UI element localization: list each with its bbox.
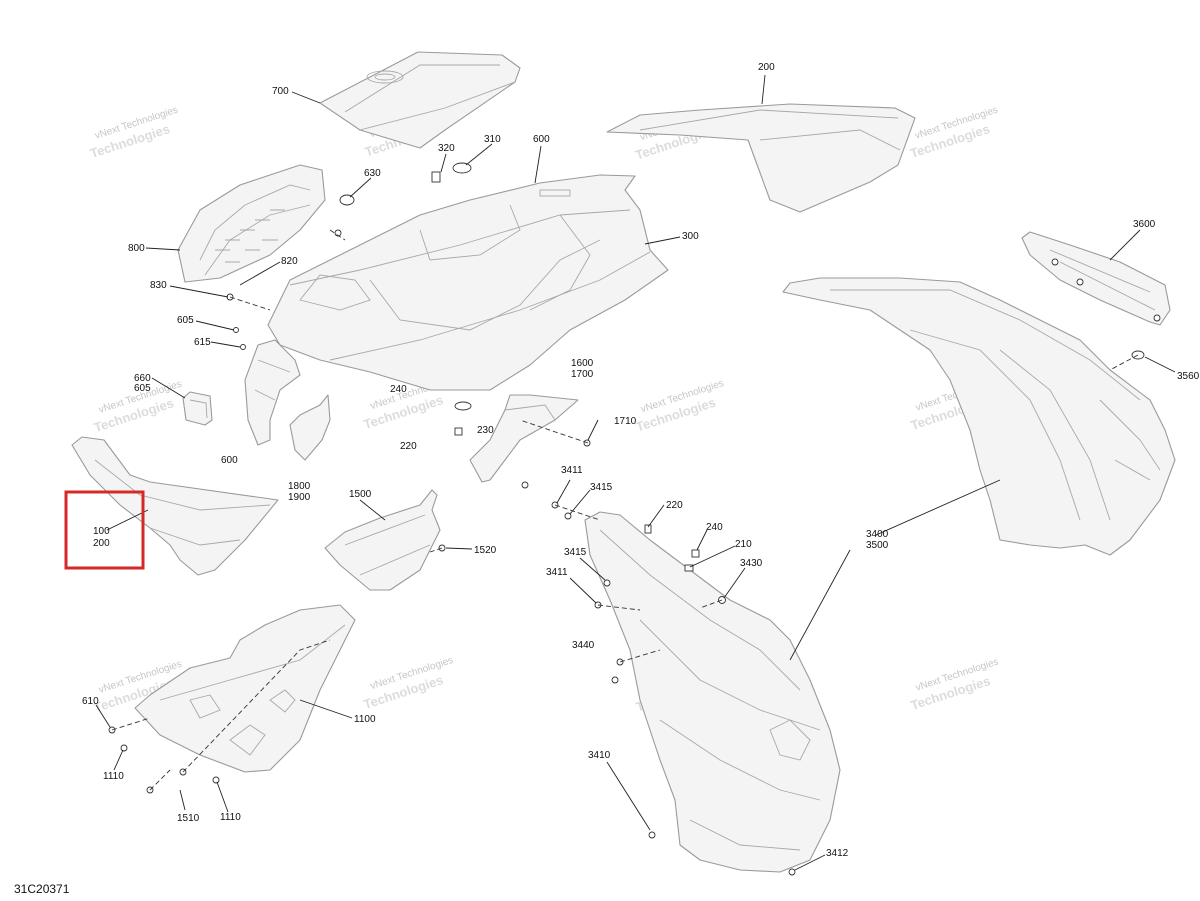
callout-220-lower[interactable]: 220 <box>666 500 683 511</box>
callout-600-top[interactable]: 600 <box>533 134 550 145</box>
diagram-code: 31C20371 <box>14 882 70 896</box>
part-1500-panel[interactable] <box>324 489 441 591</box>
callout-3430[interactable]: 3430 <box>740 558 763 569</box>
callout-1510[interactable]: 1510 <box>177 813 200 824</box>
clip-3600 <box>1153 314 1161 322</box>
callout-230[interactable]: 230 <box>477 425 494 436</box>
watermark: vNext Technologies Technologies <box>634 378 725 434</box>
screw-3412 <box>788 868 796 876</box>
callout-200-highlighted[interactable]: 200 <box>93 538 110 549</box>
part-1800-bracket[interactable] <box>289 394 331 461</box>
screw-1600 <box>521 481 529 489</box>
nut-1110-b <box>212 776 220 784</box>
callout-1500[interactable]: 1500 <box>349 489 372 500</box>
part-800-grille[interactable] <box>177 164 326 283</box>
callout-1800[interactable]: 1800 <box>288 481 311 492</box>
callout-3415-top[interactable]: 3415 <box>590 482 613 493</box>
callout-630[interactable]: 630 <box>364 168 381 179</box>
watermark: vNext Technologies Technologies <box>88 105 179 161</box>
screw-820 <box>334 229 342 237</box>
callout-1110-left[interactable]: 1110 <box>103 771 124 782</box>
callout-1900[interactable]: 1900 <box>288 492 311 503</box>
clip-220-lower <box>644 524 652 534</box>
callout-610[interactable]: 610 <box>82 696 99 707</box>
callout-700[interactable]: 700 <box>272 86 289 97</box>
clip-220 <box>454 427 463 436</box>
callout-3500[interactable]: 3500 <box>866 540 889 551</box>
part-660-lens[interactable] <box>182 391 213 426</box>
hardware <box>108 162 1161 876</box>
callout-220-top[interactable]: 220 <box>400 441 417 452</box>
clip-3600-c <box>1076 278 1084 286</box>
watermark: vNext Technologies Technologies <box>909 656 1000 712</box>
callout-615[interactable]: 615 <box>194 337 211 348</box>
part-200-side-panel[interactable] <box>606 103 916 213</box>
part-600-front-fascia[interactable] <box>244 339 301 446</box>
callout-1710[interactable]: 1710 <box>614 416 637 427</box>
callout-600-lower[interactable]: 600 <box>221 455 238 466</box>
callout-830[interactable]: 830 <box>150 280 167 291</box>
part-700-top-cover[interactable] <box>319 51 521 149</box>
part-3410-side-panel[interactable] <box>584 511 841 873</box>
grommet-230 <box>454 401 472 411</box>
part-100-200-side-panel[interactable] <box>71 436 279 576</box>
nut-3415-b <box>603 579 611 587</box>
grommet-310 <box>452 162 472 174</box>
callout-660[interactable]: 660 <box>134 373 151 384</box>
callout-3400[interactable]: 3400 <box>866 529 889 540</box>
callout-605-b[interactable]: 605 <box>134 383 151 394</box>
clip-320 <box>431 171 441 183</box>
callout-3560[interactable]: 3560 <box>1177 371 1200 382</box>
callout-200-top[interactable]: 200 <box>758 62 775 73</box>
watermark: vNext Technologies Technologies <box>908 105 999 161</box>
callout-605-a[interactable]: 605 <box>177 315 194 326</box>
leader-lines <box>95 74 1176 871</box>
callout-820[interactable]: 820 <box>281 256 298 267</box>
callout-3411-top[interactable]: 3411 <box>561 465 583 476</box>
nut-1110 <box>120 744 128 752</box>
part-1600-side-cover[interactable] <box>469 394 579 483</box>
callout-320[interactable]: 320 <box>438 143 455 154</box>
callout-240-top[interactable]: 240 <box>390 384 407 395</box>
callout-1110-right[interactable]: 1110 <box>220 812 241 823</box>
clip-240 <box>691 549 700 558</box>
grommet-630 <box>339 194 355 206</box>
part-1100-skid[interactable] <box>134 604 356 773</box>
nut-3415 <box>564 512 572 520</box>
part-300-main-body[interactable] <box>267 174 669 391</box>
callout-1700[interactable]: 1700 <box>571 369 594 380</box>
watermark: vNext Technologies Technologies <box>362 655 455 712</box>
screw-3410 <box>648 831 656 839</box>
assembly-lines <box>111 229 1139 791</box>
callout-310[interactable]: 310 <box>484 134 501 145</box>
callout-3411-lower[interactable]: 3411 <box>546 567 568 578</box>
callout-3600[interactable]: 3600 <box>1133 219 1156 230</box>
callout-800[interactable]: 800 <box>128 243 145 254</box>
callout-100[interactable]: 100 <box>93 526 110 537</box>
highlight-box <box>64 490 145 570</box>
screw-3440-b <box>611 676 619 684</box>
callout-210[interactable]: 210 <box>735 539 752 550</box>
callout-3412[interactable]: 3412 <box>826 848 849 859</box>
callout-1600[interactable]: 1600 <box>571 358 594 369</box>
part-3400-3500-side-body[interactable] <box>782 277 1176 556</box>
callout-3440[interactable]: 3440 <box>572 640 595 651</box>
fastener-605 <box>233 327 239 333</box>
callout-240-lower[interactable]: 240 <box>706 522 723 533</box>
part-3600-panel[interactable] <box>1021 231 1171 326</box>
callouts: 700 200 600 310 320 630 300 800 820 830 … <box>82 62 1200 859</box>
fastener-615 <box>240 344 246 350</box>
clip-210 <box>684 564 694 572</box>
callout-1520[interactable]: 1520 <box>474 545 497 556</box>
callout-1100[interactable]: 1100 <box>354 714 376 725</box>
callout-3410[interactable]: 3410 <box>588 750 611 761</box>
callout-3415-lower[interactable]: 3415 <box>564 547 587 558</box>
callout-300[interactable]: 300 <box>682 231 699 242</box>
clip-3600-b <box>1051 258 1059 266</box>
